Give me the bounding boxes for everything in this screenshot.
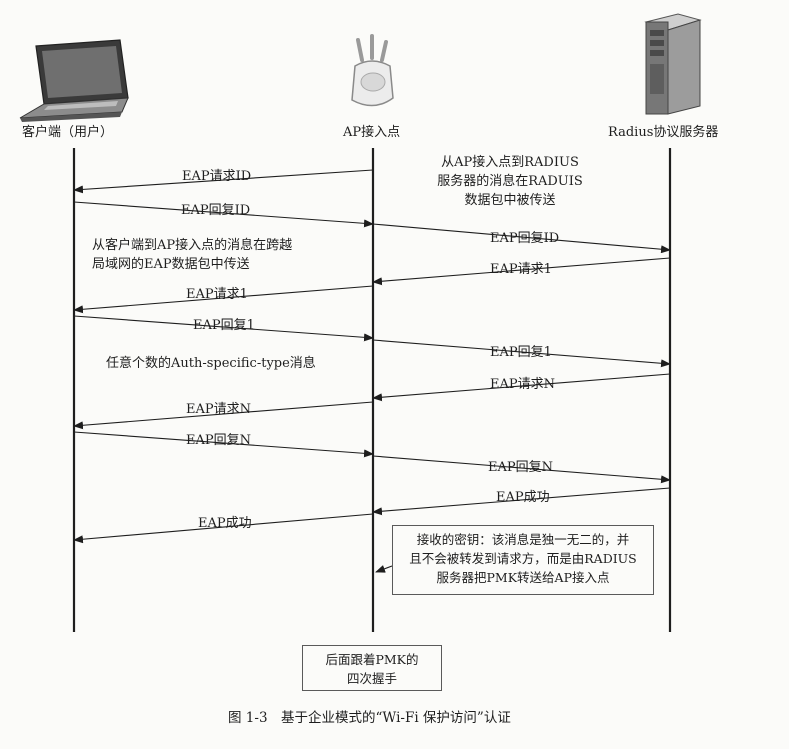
message-arrow-ap-to-client (73, 513, 374, 544)
message-label-eap-request-1: EAP请求1 (186, 287, 248, 302)
lan-note: 从客户端到AP接入点的消息在跨越 局域网的EAP数据包中传送 (92, 236, 292, 274)
message-label-eap-request-n: EAP请求N (186, 402, 252, 417)
message-arrow-ap-to-server (372, 455, 671, 484)
message-label-eap-response-id-radius: EAP回复ID (490, 231, 560, 246)
message-arrow-ap-to-server (372, 339, 671, 368)
key-note-line-2: 且不会被转发到请求方，而是由RADIUS (409, 551, 637, 566)
message-arrow-server-to-ap (372, 257, 671, 286)
message-arrow-ap-to-client (73, 169, 374, 194)
message-label-eap-success: EAP成功 (198, 516, 252, 531)
client-label: 客户端（用户） (22, 125, 114, 140)
lan-note-line-2: 局域网的EAP数据包中传送 (92, 257, 250, 272)
laptop-icon (19, 39, 129, 122)
handshake-box: 后面跟着PMK的 四次握手 (302, 645, 442, 691)
message-label-eap-request-id: EAP请求ID (182, 169, 252, 184)
access-point-icon (351, 34, 394, 107)
key-note-line-1: 接收的密钥：该消息是独一无二的，并 (416, 532, 630, 547)
key-note-box: 接收的密钥：该消息是独一无二的，并 且不会被转发到请求方，而是由RADIUS 服… (392, 525, 654, 595)
message-arrow-client-to-ap (73, 315, 374, 342)
message-label-eap-success-radius: EAP成功 (496, 490, 550, 505)
radius-note-line-2: 服务器的消息在RADUIS (437, 174, 583, 189)
message-label-eap-response-1: EAP回复1 (193, 318, 255, 333)
message-arrow-client-to-ap (73, 201, 374, 228)
radius-note: 从AP接入点到RADIUS 服务器的消息在RADUIS 数据包中被传送 (412, 153, 608, 210)
server-label: Radius协议服务器 (608, 125, 719, 140)
message-label-eap-response-n: EAP回复N (186, 433, 252, 448)
message-label-eap-request-1-radius: EAP请求1 (490, 262, 552, 277)
message-arrow-ap-to-client (73, 401, 374, 430)
handshake-line-1: 后面跟着PMK的 (325, 652, 419, 667)
figure-caption: 图 1-3 基于企业模式的“Wi-Fi 保护访问”认证 (228, 710, 511, 726)
lan-note-line-1: 从客户端到AP接入点的消息在跨越 (92, 238, 293, 253)
message-arrow-ap-to-client (73, 285, 374, 314)
key-note-pointer-arrow (375, 565, 393, 573)
handshake-line-2: 四次握手 (346, 671, 397, 686)
server-icon (644, 13, 702, 115)
radius-note-line-3: 数据包中被传送 (464, 193, 556, 208)
message-arrow-client-to-ap (73, 431, 374, 458)
auth-note: 任意个数的Auth-specific-type消息 (106, 356, 316, 371)
message-label-eap-request-n-radius: EAP请求N (490, 377, 556, 392)
message-arrow-server-to-ap (372, 487, 671, 516)
message-arrow-ap-to-server (372, 223, 671, 254)
message-label-eap-response-1-radius: EAP回复1 (490, 345, 552, 360)
key-note-line-3: 服务器把PMK转送给AP接入点 (436, 570, 610, 585)
ap-label: AP接入点 (343, 125, 401, 140)
radius-note-line-1: 从AP接入点到RADIUS (441, 155, 579, 170)
message-arrow-server-to-ap (372, 373, 671, 402)
message-label-eap-response-n-radius: EAP回复N (488, 460, 554, 475)
message-label-eap-response-id: EAP回复ID (181, 203, 251, 218)
